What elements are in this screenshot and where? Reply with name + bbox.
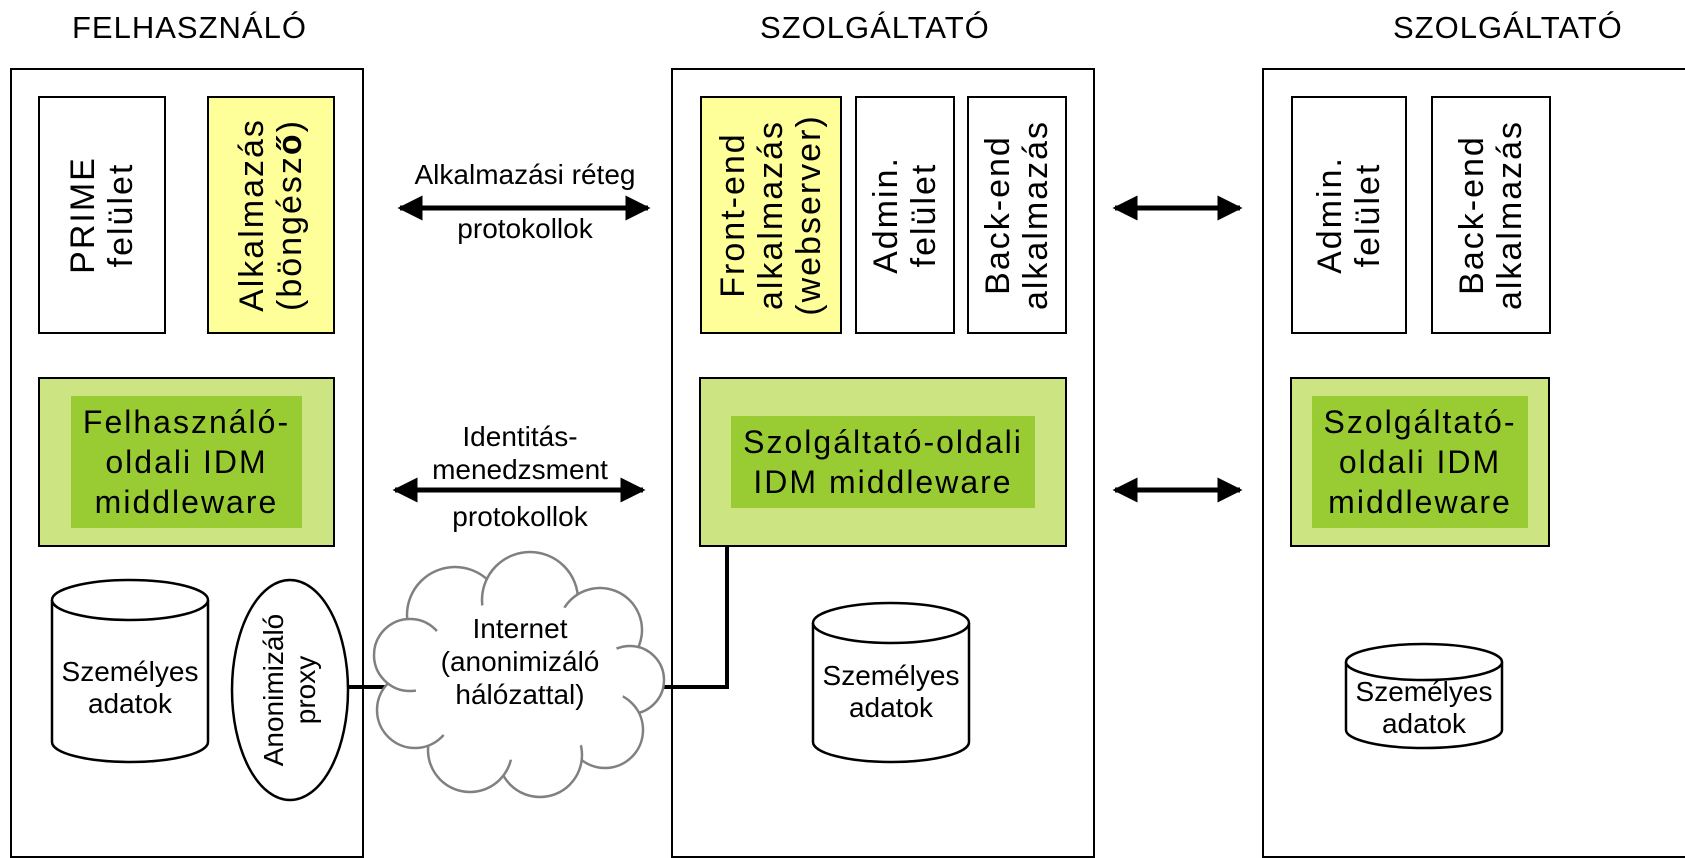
proxy-line2: proxy	[290, 655, 321, 725]
provider-2-idm-middleware-label: Szolgáltató- oldali IDM middleware	[1311, 396, 1529, 528]
internet-line3: hálózattal)	[455, 679, 585, 710]
provider-2-database-label: Személyes adatok	[1346, 676, 1502, 740]
app-protocols-line2: protokollok	[457, 213, 593, 244]
internet-cloud-icon	[372, 550, 666, 799]
internet-label: Internet (anonimizáló hálózattal)	[420, 612, 620, 711]
idm-protocols-label: Identitás- menedzsment protokollok	[390, 420, 650, 533]
proxy-line1: Anonimizáló	[258, 613, 289, 767]
idm-protocols-line2: menedzsment	[432, 454, 608, 485]
internet-line1: Internet	[472, 613, 568, 644]
user-column-title: FELHASZNÁLÓ	[72, 10, 307, 45]
provider-idm-line1: Szolgáltató-oldali	[743, 424, 1023, 460]
idm-protocols-line3: protokollok	[452, 501, 588, 532]
user-database-label: Személyes adatok	[52, 656, 208, 720]
user-db-line2: adatok	[87, 688, 173, 719]
provider-idm-middleware-label: Szolgáltató-oldali IDM middleware	[731, 416, 1035, 508]
provider-2-idm-line3: middleware	[1328, 484, 1512, 520]
user-idm-middleware-box: Felhasználó- oldali IDM middleware	[38, 377, 335, 547]
app-protocols-line1: Alkalmazási réteg	[414, 159, 636, 190]
internet-line2: (anonimizáló	[440, 646, 600, 677]
provider-db-line1: Személyes	[822, 660, 960, 691]
provider-idm-line2: IDM middleware	[753, 464, 1013, 500]
user-idm-line1: Felhasználó-	[82, 404, 291, 440]
provider-2-idm-line1: Szolgáltató-	[1323, 404, 1517, 440]
idm-protocols-line1: Identitás-	[462, 421, 578, 452]
provider-2-idm-line2: oldali IDM	[1338, 444, 1502, 480]
provider-2-idm-middleware-box: Szolgáltató- oldali IDM middleware	[1290, 377, 1550, 547]
anonymizing-proxy: Anonimizáló proxy	[232, 580, 348, 800]
browser-app-box: Alkalmazás (böngésző)	[207, 96, 335, 334]
provider-idm-middleware-box: Szolgáltató-oldali IDM middleware	[699, 377, 1067, 547]
provider-2-admin-box: Admin. felület	[1291, 96, 1407, 334]
provider-2-column-title: SZOLGÁLTATÓ	[1393, 10, 1623, 45]
provider-column-title: SZOLGÁLTATÓ	[760, 10, 990, 45]
user-idm-middleware-label: Felhasználó- oldali IDM middleware	[70, 396, 303, 528]
provider-backend-box: Back-end alkalmazás	[967, 96, 1067, 334]
user-idm-line3: middleware	[94, 484, 279, 520]
anonymizing-proxy-ellipse	[230, 578, 350, 802]
provider-db-line2: adatok	[848, 692, 934, 723]
frontend-app-box: Front-end alkalmazás (webserver)	[700, 96, 842, 334]
user-idm-line2: oldali IDM	[105, 444, 268, 480]
provider-2-db-line1: Személyes	[1355, 676, 1493, 707]
internet-connector-line	[650, 547, 729, 689]
provider-2-database-icon	[1344, 642, 1504, 750]
provider-database-label: Személyes adatok	[813, 660, 969, 724]
user-db-line1: Személyes	[61, 656, 199, 687]
provider-2-backend-box: Back-end alkalmazás	[1431, 96, 1551, 334]
app-protocols-label: Alkalmazási réteg protokollok	[395, 158, 655, 246]
provider-2-db-line2: adatok	[1381, 708, 1467, 739]
prime-interface-box: PRIME felület	[38, 96, 166, 334]
provider-admin-box: Admin. felület	[855, 96, 955, 334]
provider-database-icon	[811, 601, 971, 764]
user-database-icon	[50, 578, 210, 764]
anonymizing-proxy-label: Anonimizáló proxy	[258, 614, 322, 767]
